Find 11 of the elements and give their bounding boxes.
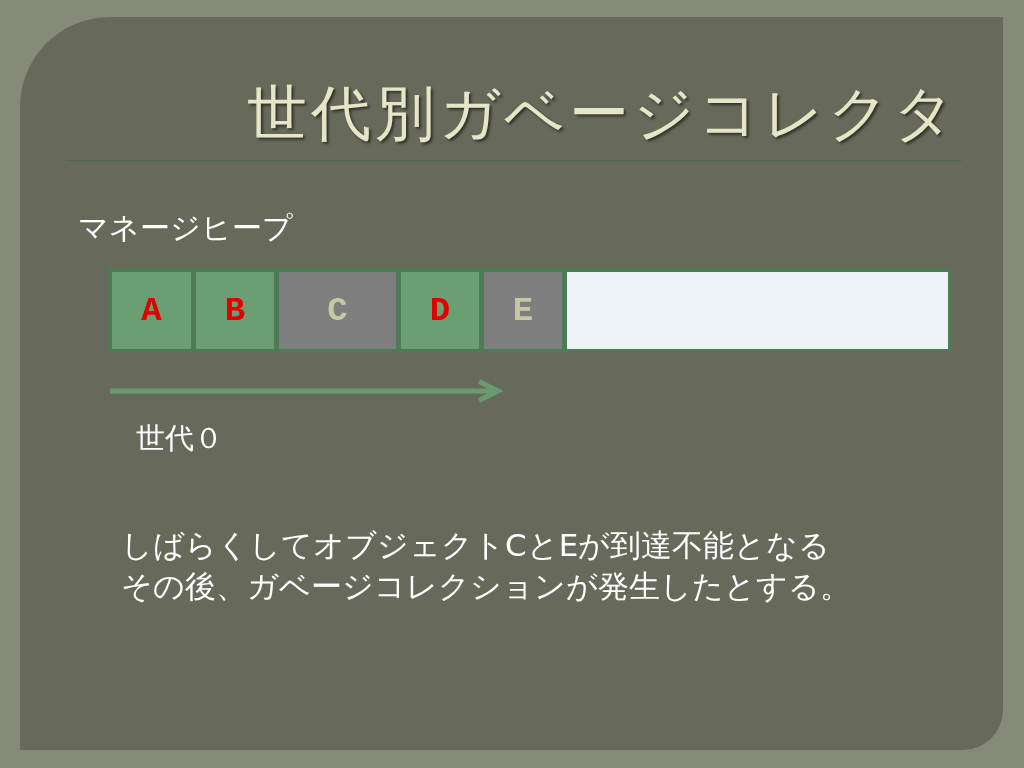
object-cell: B [196, 272, 274, 349]
object-cell: E [484, 272, 562, 349]
note-text: その後、ガベージコレクションが発生したとする。 [121, 568, 851, 606]
slide-title: 世代別ガベージコレクタ [247, 80, 958, 146]
free-space [567, 272, 948, 349]
object-cell: A [112, 272, 191, 349]
object-cell: C [279, 272, 396, 349]
generation-label: 世代０ [136, 421, 223, 456]
object-cell: D [401, 272, 479, 349]
heap-label: マネージヒープ [78, 210, 293, 246]
note-text: しばらくしてオブジェクトCとEが到達不能となる [121, 527, 831, 565]
